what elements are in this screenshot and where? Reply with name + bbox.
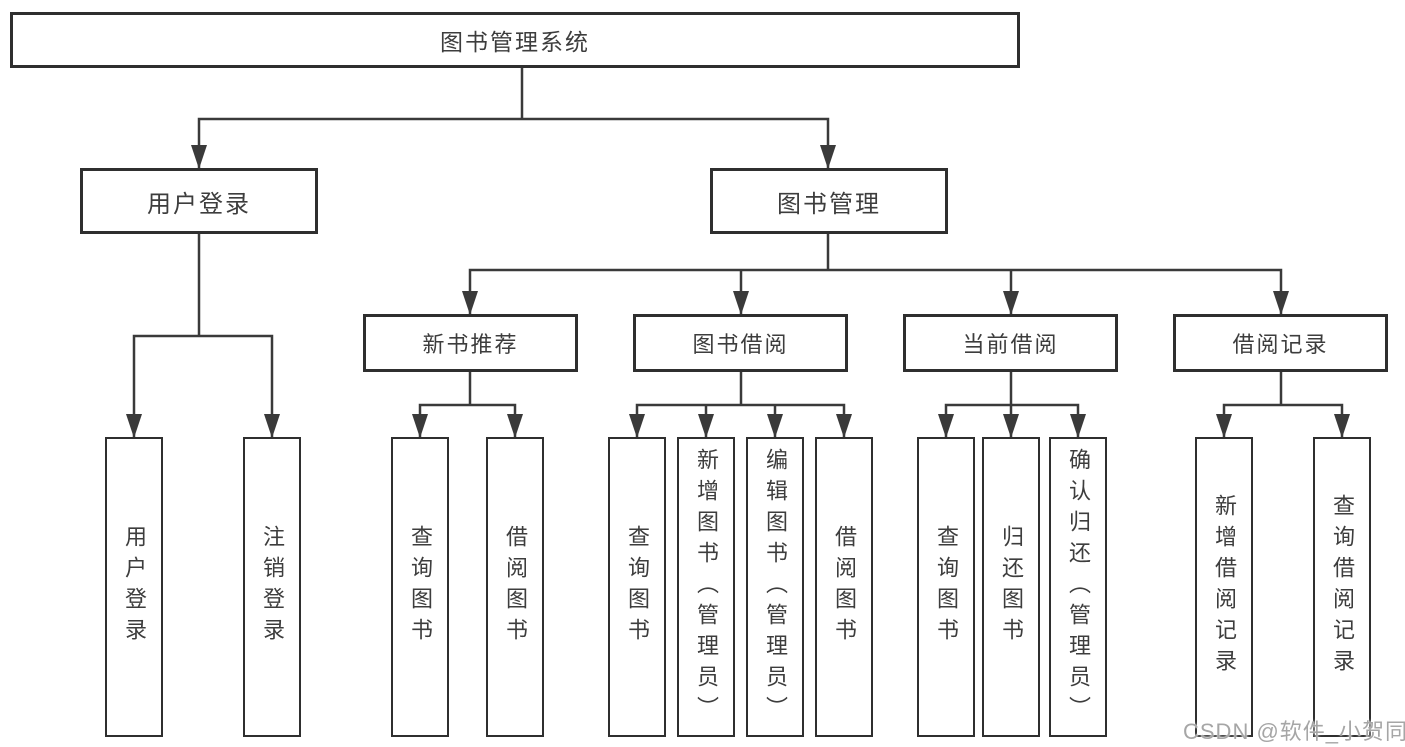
arrowhead [1334,414,1350,438]
leaf-label: 借阅图书 [503,525,528,649]
leaf-query-books-current: 查询图书 [917,437,975,737]
leaf-label: 归还图书 [999,525,1024,649]
arrowhead [462,291,478,315]
node-current-borrow: 当前借阅 [903,314,1118,372]
leaf-add-books-admin: 新增图书（管理员） [677,437,735,737]
arrowhead [1070,414,1086,438]
node-new-book-recommend: 新书推荐 [363,314,578,372]
leaf-edit-books-admin: 编辑图书（管理员） [746,437,804,737]
leaf-label: 查询借阅记录 [1330,494,1355,680]
arrowhead [733,291,749,315]
node-label: 当前借阅 [962,332,1059,357]
node-label: 新书推荐 [422,332,519,357]
leaf-label: 查询图书 [625,525,650,649]
leaf-label: 确认归还（管理员） [1066,447,1091,727]
arrowhead [1003,414,1019,438]
arrowhead [698,414,714,438]
leaf-return-books: 归还图书 [982,437,1040,737]
leaf-logout: 注销登录 [243,437,301,737]
arrowhead [412,414,428,438]
leaf-user-login: 用户登录 [105,437,163,737]
leaf-label: 用户登录 [122,525,147,649]
node-label: 借阅记录 [1232,332,1329,357]
arrowhead [1273,291,1289,315]
arrowhead [191,145,207,169]
leaf-confirm-return-admin: 确认归还（管理员） [1049,437,1107,737]
leaf-add-borrow-record: 新增借阅记录 [1195,437,1253,737]
leaf-label: 查询图书 [408,525,433,649]
node-user-login: 用户登录 [80,168,318,234]
csdn-watermark: CSDN @软件_小贺同学 [1183,719,1405,744]
arrowhead [767,414,783,438]
arrowhead [126,414,142,438]
connector-shafts [132,66,1344,439]
arrowhead [1216,414,1232,438]
leaf-label: 借阅图书 [832,525,857,649]
leaf-label: 注销登录 [260,525,285,649]
arrowhead [820,145,836,169]
arrowhead [507,414,523,438]
node-borrow-records: 借阅记录 [1173,314,1388,372]
leaf-label: 新增图书（管理员） [694,447,719,727]
leaf-query-borrow-record: 查询借阅记录 [1313,437,1371,737]
arrowhead [629,414,645,438]
node-book-management: 图书管理 [710,168,948,234]
arrowhead [836,414,852,438]
leaf-label: 编辑图书（管理员） [763,447,788,727]
arrowhead [938,414,954,438]
node-library-management-system: 图书管理系统 [10,12,1020,68]
leaf-query-books-borrow: 查询图书 [608,437,666,737]
leaf-borrow-books: 借阅图书 [815,437,873,737]
node-label: 用户登录 [147,190,251,218]
node-book-borrow: 图书借阅 [633,314,848,372]
leaf-borrow-books-recommend: 借阅图书 [486,437,544,737]
arrowhead [264,414,280,438]
leaf-label: 查询图书 [934,525,959,649]
node-label: 图书管理系统 [440,29,590,55]
node-label: 图书借阅 [692,332,789,357]
node-label: 图书管理 [777,190,881,218]
arrowhead [1003,291,1019,315]
leaf-query-books-recommend: 查询图书 [391,437,449,737]
leaf-label: 新增借阅记录 [1212,494,1237,680]
